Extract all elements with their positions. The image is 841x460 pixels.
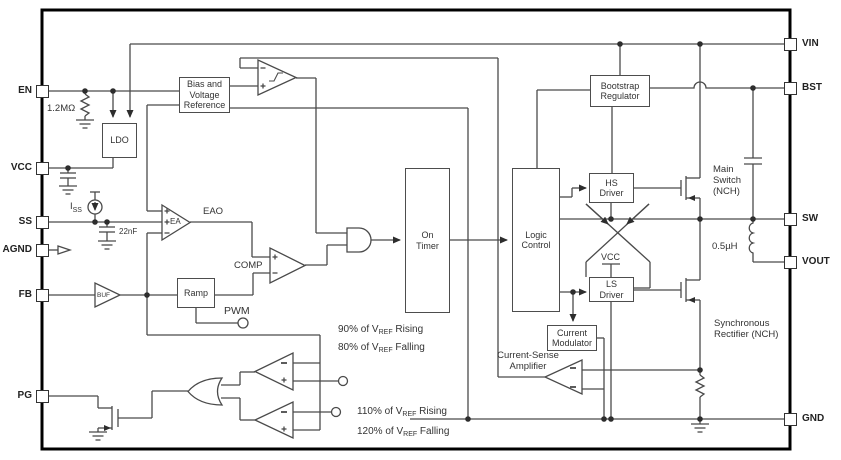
pg-comparator-high-icon (253, 351, 294, 392)
pin-vcc (35, 161, 49, 175)
ea-label: EA (170, 217, 181, 226)
bias-voltage-reference-block: Bias and Voltage Reference (179, 77, 230, 113)
vcc-capacitor-icon (60, 172, 76, 179)
ls-driver-block: LS Driver (589, 277, 634, 302)
pin-pg (35, 389, 49, 403)
iss-label: ISS (70, 201, 82, 214)
wires (40, 8, 792, 451)
pin-vin (783, 37, 797, 51)
pin-bst (783, 81, 797, 95)
ss-cap-label: 22nF (119, 227, 138, 236)
eao-label: EAO (203, 206, 224, 217)
sync-rectifier-label: Synchronous Rectifier (NCH) (714, 318, 779, 341)
cs-amp-label: Current-Sense Amplifier (497, 350, 559, 373)
and-gate-icon (346, 227, 372, 253)
vcc-supply-label: VCC (601, 252, 621, 262)
sense-resistor-icon (694, 374, 706, 398)
pg-comparator-low-icon (253, 400, 294, 440)
bootstrap-regulator-block: Bootstrap Regulator (590, 75, 650, 107)
pin-ss (35, 215, 49, 229)
en-pulldown-resistor-icon (79, 93, 91, 117)
ground-icon (89, 431, 107, 441)
ramp-block: Ramp (177, 278, 215, 308)
threshold-terminal (330, 406, 342, 418)
main-switch-label: Main Switch (NCH) (713, 164, 741, 198)
main-switch-nmos-icon (634, 44, 701, 219)
pin-label-en: EN (18, 85, 32, 96)
current-modulator-block: Current Modulator (547, 325, 597, 351)
bst-wire-hop (650, 81, 784, 89)
pin-sw (783, 212, 797, 226)
current-sense-amplifier-icon (543, 358, 583, 396)
inductor-label: 0.5µH (712, 241, 738, 252)
pin-label-pg: PG (17, 390, 32, 401)
ic-outline (40, 8, 792, 451)
buf-label: BUF (97, 292, 110, 299)
inductor-icon (748, 219, 756, 262)
pin-label-gnd: GND (802, 413, 825, 424)
fb-buffer-icon (94, 281, 122, 309)
on-timer-block: On Timer (405, 168, 450, 313)
sync-rectifier-nmos-icon (634, 219, 701, 370)
pin-label-vin: VIN (802, 38, 819, 49)
ground-icon (691, 423, 709, 433)
threshold-120-label: 120% of VREF Falling (357, 426, 450, 438)
pin-vout (783, 255, 797, 269)
error-amplifier-icon (161, 203, 192, 242)
pwm-terminal (237, 317, 249, 329)
junction-dots (65, 41, 756, 422)
threshold-90-label: 90% of VREF Rising (338, 324, 424, 336)
pin-label-ss: SS (18, 216, 32, 227)
pg-nmos-icon (97, 396, 119, 432)
pin-label-bst: BST (802, 82, 822, 93)
pin-label-agnd: AGND (2, 244, 32, 255)
ground-icon (98, 240, 116, 250)
en-resistor-label: 1.2MΩ (47, 103, 76, 114)
pin-en (35, 84, 49, 98)
ldo-block: LDO (102, 123, 137, 158)
pin-label-fb: FB (18, 289, 32, 300)
pin-fb (35, 288, 49, 302)
pin-gnd (783, 412, 797, 426)
comp-label: COMP (234, 260, 263, 271)
threshold-terminal (337, 375, 349, 387)
pin-label-vcc: VCC (10, 162, 32, 173)
soft-start-current-source-icon (87, 199, 103, 215)
hs-driver-block: HS Driver (589, 173, 634, 203)
agnd-arrow-icon (57, 245, 73, 255)
pwm-label: PWM (224, 305, 250, 317)
threshold-80-label: 80% of VREF Falling (338, 342, 425, 354)
ground-icon (76, 119, 94, 129)
pwm-comparator-icon (269, 246, 307, 285)
pin-label-sw: SW (802, 213, 819, 224)
logic-control-block: Logic Control (512, 168, 560, 312)
ground-icon (59, 185, 77, 195)
threshold-110-label: 110% of VREF Rising (357, 406, 447, 418)
driver-interlock-icon (585, 203, 651, 289)
ss-capacitor-icon (99, 226, 115, 233)
hysteresis-comparator-icon (257, 58, 298, 97)
bst-capacitor-icon (744, 157, 762, 165)
or-gate-icon (187, 377, 224, 406)
pin-agnd (35, 243, 49, 257)
pin-label-vout: VOUT (802, 256, 830, 267)
